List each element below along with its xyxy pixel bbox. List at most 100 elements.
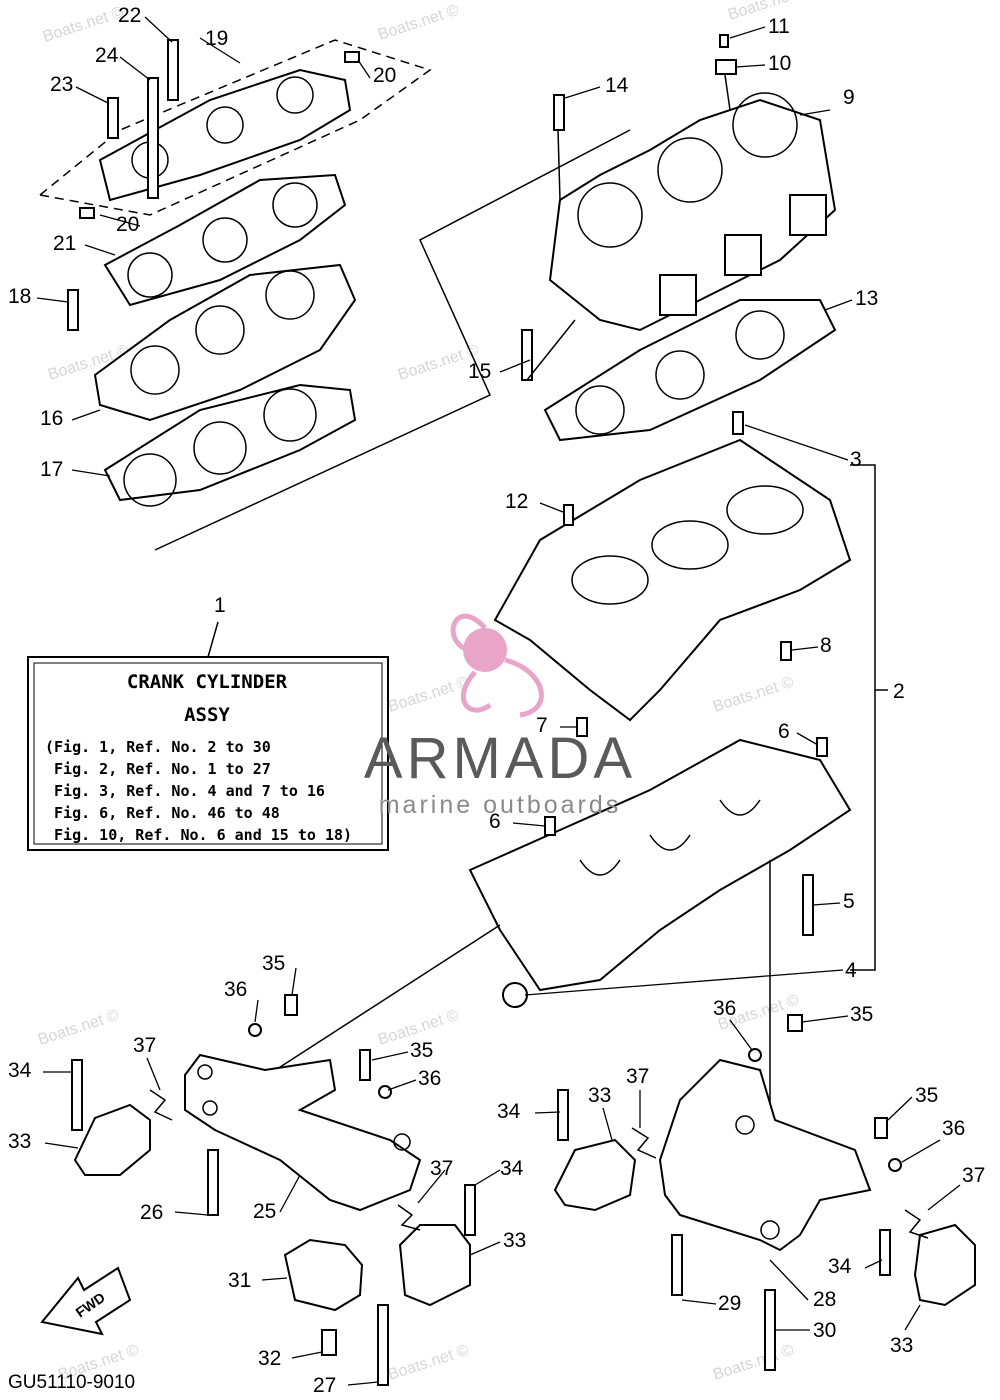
callout-8: 8 <box>820 634 832 657</box>
callout-31: 31 <box>228 1269 251 1292</box>
exhaust-port <box>724 234 762 276</box>
callout-28: 28 <box>813 1288 836 1311</box>
gasket-opening <box>575 385 625 435</box>
head-chamber <box>130 345 180 395</box>
pin-6 <box>544 816 556 836</box>
bolt-35 <box>284 994 298 1016</box>
rubber-mount <box>73 1103 151 1176</box>
callout-17: 17 <box>40 458 63 481</box>
cylinder-head <box>93 263 357 422</box>
callout-12: 12 <box>505 490 528 513</box>
callout-35: 35 <box>262 952 285 975</box>
forward-arrow-icon <box>40 1266 132 1336</box>
assy-title-line1: CRANK CYLINDER <box>127 671 288 693</box>
bracket-hole <box>760 1220 780 1240</box>
bolt-35 <box>874 1117 888 1139</box>
callout-2: 2 <box>893 680 905 703</box>
bolt-15 <box>521 329 533 381</box>
callout-36: 36 <box>418 1067 441 1090</box>
pin-8 <box>780 641 792 661</box>
head-cover <box>98 68 352 202</box>
gasket-bore <box>193 421 247 475</box>
clip-37 <box>904 1209 929 1239</box>
head-cover-gasket <box>103 173 347 307</box>
callout-33: 33 <box>588 1084 611 1107</box>
callout-35: 35 <box>410 1039 433 1062</box>
bracket-hole <box>197 1064 213 1080</box>
callout-7: 7 <box>536 714 548 737</box>
brand-tagline: marine outboards <box>379 791 622 819</box>
callout-27: 27 <box>313 1374 336 1397</box>
dowel-3 <box>732 411 744 435</box>
exhaust-cover-gasket <box>543 299 837 442</box>
watermark: Boats.net © <box>41 4 126 46</box>
bolt-5 <box>802 874 814 936</box>
main-bearing-saddle <box>579 799 761 876</box>
watermark: Boats.net © <box>386 1342 471 1384</box>
callout-5: 5 <box>843 890 855 913</box>
callout-11: 11 <box>768 15 790 38</box>
engine-mount-bracket-28 <box>658 1058 872 1252</box>
callout-36: 36 <box>942 1117 965 1140</box>
callout-3: 3 <box>850 448 862 471</box>
plug-20 <box>344 51 360 63</box>
watermark: Boats.net © <box>376 2 461 44</box>
callout-21: 21 <box>53 232 76 255</box>
crank-bore <box>726 485 804 535</box>
left-mount-group <box>71 994 476 1386</box>
watermark: Boats.net © <box>386 674 471 716</box>
bolt-34 <box>879 1229 891 1276</box>
gasket-opening <box>655 350 705 400</box>
group-bracket <box>154 129 631 551</box>
leader-line <box>526 74 731 381</box>
group-bracket-2 <box>850 464 888 971</box>
callout-33: 33 <box>890 1334 913 1357</box>
bolt-35 <box>359 1049 371 1081</box>
clip-37 <box>397 1204 421 1231</box>
head-chamber <box>195 305 245 355</box>
head-chamber <box>265 270 315 320</box>
bolt-34 <box>71 1059 83 1131</box>
callout-34: 34 <box>828 1255 852 1278</box>
callout-25: 25 <box>253 1200 276 1223</box>
assy-line: Fig. 10, Ref. No. 6 and 15 to 18) <box>45 826 352 844</box>
crankcase-lower <box>468 738 852 992</box>
bolt-29 <box>671 1234 683 1296</box>
callout-18: 18 <box>8 285 31 308</box>
assy-line: Fig. 2, Ref. No. 1 to 27 <box>45 760 271 778</box>
watermark: Boats.net © <box>711 674 796 716</box>
exhaust-port <box>659 274 697 316</box>
cylinder-bore <box>577 182 643 248</box>
callout-30: 30 <box>813 1319 836 1342</box>
leader-line <box>207 621 219 658</box>
bolt-35 <box>787 1014 803 1032</box>
brand-name: ARMADA <box>364 726 636 791</box>
pin-12 <box>563 504 574 526</box>
washer-36 <box>888 1158 902 1172</box>
bolt-34 <box>557 1089 569 1141</box>
bolt-23 <box>107 97 119 139</box>
gasket-hole <box>272 182 318 228</box>
assy-title-line2: ASSY <box>184 704 230 726</box>
bolt-22 <box>167 39 179 101</box>
right-mount-group <box>553 1014 976 1371</box>
crank-bore <box>571 555 649 605</box>
assy-line: (Fig. 1, Ref. No. 2 to 30 <box>45 738 271 756</box>
gasket-bore <box>263 388 317 442</box>
crankcase-group <box>259 411 888 1230</box>
bolt-26 <box>207 1149 219 1216</box>
callout-29: 29 <box>718 1292 741 1315</box>
callout-20: 20 <box>116 213 139 236</box>
clip-37 <box>149 1089 173 1121</box>
callout-15: 15 <box>468 360 491 383</box>
bolt-32 <box>321 1329 337 1356</box>
brand-logo: ARMADA marine outboards <box>364 613 636 819</box>
bolt-14 <box>553 94 565 131</box>
bracket-hole <box>202 1100 218 1116</box>
callout-20: 20 <box>373 64 396 87</box>
callouts: 1 2 3 4 5 6 6 7 8 9 10 11 12 13 14 15 16… <box>8 4 985 1397</box>
assy-line: Fig. 3, Ref. No. 4 and 7 to 16 <box>45 782 325 800</box>
callout-36: 36 <box>224 978 247 1001</box>
callout-24: 24 <box>95 44 119 67</box>
